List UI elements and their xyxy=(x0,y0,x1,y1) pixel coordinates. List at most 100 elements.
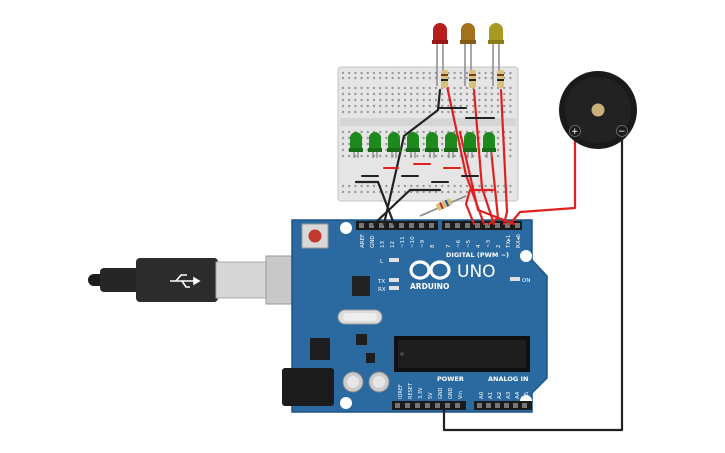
breadboard-hole xyxy=(509,110,512,114)
breadboard-hole xyxy=(453,104,456,108)
breadboard-hole xyxy=(385,104,388,108)
breadboard-hole xyxy=(341,148,345,152)
breadboard-hole xyxy=(490,104,493,108)
breadboard-hole xyxy=(496,136,500,140)
black-wires xyxy=(354,88,624,432)
breadboard-hole xyxy=(354,92,357,96)
breadboard-hole xyxy=(372,184,376,188)
breadboard-hole xyxy=(509,98,512,102)
breadboard-hole xyxy=(422,130,425,134)
breadboard-hole xyxy=(403,110,407,114)
breadboard-hole xyxy=(509,71,512,75)
breadboard-hole xyxy=(385,184,388,188)
breadboard-hole xyxy=(379,98,382,102)
breadboard-hole xyxy=(447,190,450,194)
pin-label-2: 2 xyxy=(496,245,502,249)
breadboard-hole xyxy=(341,154,345,158)
pin-label-7: 7 xyxy=(446,244,452,248)
breadboard-hole xyxy=(441,184,444,188)
breadboard-hole xyxy=(490,92,493,96)
breadboard-hole xyxy=(416,190,419,194)
breadboard-hole xyxy=(434,86,438,90)
breadboard-hole xyxy=(422,71,425,75)
red-led xyxy=(432,23,448,88)
pin-label-a4: A4 xyxy=(515,391,521,399)
breadboard-hole xyxy=(372,92,376,96)
led-label-rx: RX xyxy=(378,287,386,293)
usb-chip xyxy=(352,276,370,296)
green-led-5 xyxy=(425,132,439,158)
breadboard-hole xyxy=(360,92,363,96)
breadboard-hole xyxy=(472,110,475,114)
breadboard-hole xyxy=(403,184,407,188)
breadboard-hole xyxy=(459,76,462,80)
breadboard-hole xyxy=(397,104,400,108)
breadboard-hole xyxy=(441,142,444,146)
breadboard-hole xyxy=(509,142,512,146)
breadboard-hole xyxy=(348,71,351,75)
breadboard-hole xyxy=(478,92,481,96)
arduino-logo: UNO ARDUINO xyxy=(409,260,496,291)
arduino-board[interactable]: AREF GND 13 12 ~11 ~10 ~9 8 7 ~6 ~5 4 ~3… xyxy=(282,219,548,413)
pin-label-12: 12 xyxy=(390,241,396,248)
breadboard-hole xyxy=(348,98,351,102)
breadboard-hole xyxy=(360,110,363,114)
breadboard-hole xyxy=(459,98,462,102)
breadboard-hole xyxy=(385,86,388,90)
breadboard-hole xyxy=(354,76,357,80)
breadboard-hole xyxy=(391,86,394,90)
breadboard-hole xyxy=(478,71,481,75)
breadboard-hole xyxy=(391,110,394,114)
green-leds xyxy=(349,132,496,158)
breadboard-hole xyxy=(509,76,512,80)
microcontroller-chip xyxy=(394,336,530,372)
breadboard-hole xyxy=(348,154,351,158)
breadboard-hole xyxy=(509,148,512,152)
breadboard-hole xyxy=(490,86,493,90)
pin-label-13: 13 xyxy=(380,241,386,248)
breadboard-hole xyxy=(428,190,431,194)
breadboard-hole xyxy=(366,104,369,108)
piezo-buzzer[interactable]: + − xyxy=(559,71,637,149)
green-led-8 xyxy=(482,132,496,158)
breadboard-hole xyxy=(484,86,487,90)
infinity-logo-icon xyxy=(409,260,451,280)
top-leds xyxy=(432,23,504,88)
breadboard-hole xyxy=(360,76,363,80)
breadboard-hole xyxy=(465,110,469,114)
breadboard-hole xyxy=(403,98,407,102)
breadboard-hole xyxy=(385,154,388,158)
breadboard-hole xyxy=(360,104,363,108)
analog-header: ANALOG IN A0 A1 A2 A3 A4 A5 xyxy=(474,375,532,410)
breadboard-hole xyxy=(484,104,487,108)
pin-label-4: 4 xyxy=(476,244,482,248)
breadboard-hole xyxy=(360,190,363,194)
breadboard-hole xyxy=(503,110,506,114)
breadboard-hole xyxy=(509,104,512,108)
breadboard-hole xyxy=(385,76,388,80)
breadboard-hole xyxy=(372,190,376,194)
breadboard-hole xyxy=(428,110,431,114)
buzzer-minus-label: − xyxy=(618,127,626,137)
breadboard-hole xyxy=(397,98,400,102)
pin-label-6: ~6 xyxy=(456,239,462,248)
breadboard-hole xyxy=(385,110,388,114)
breadboard-hole xyxy=(465,86,469,90)
breadboard-hole xyxy=(403,71,407,75)
breadboard-hole xyxy=(403,130,407,134)
breadboard-hole xyxy=(348,110,351,114)
breadboard-hole xyxy=(496,190,500,194)
breadboard-hole xyxy=(354,104,357,108)
breadboard-hole xyxy=(490,98,493,102)
breadboard-hole xyxy=(360,184,363,188)
digital-header-label: DIGITAL (PWM ~) xyxy=(446,251,509,259)
breadboard-hole xyxy=(441,92,444,96)
breadboard-hole xyxy=(410,110,413,114)
breadboard-hole xyxy=(422,76,425,80)
breadboard-hole xyxy=(459,104,462,108)
reset-button[interactable] xyxy=(301,223,329,249)
breadboard-hole xyxy=(416,110,419,114)
breadboard-hole xyxy=(348,86,351,90)
breadboard-hole xyxy=(385,98,388,102)
breadboard-hole xyxy=(509,190,512,194)
